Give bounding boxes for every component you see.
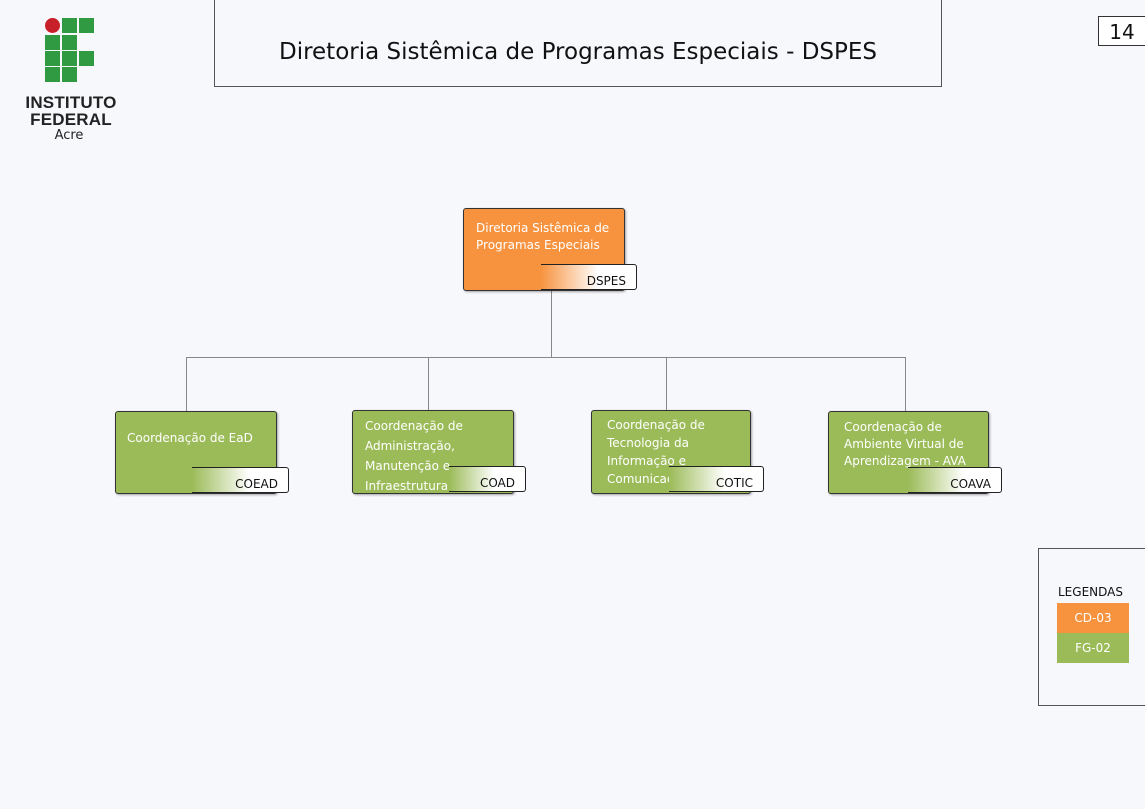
org-box-label-line: Manutenção e bbox=[365, 459, 451, 473]
org-box-label-line: Programas Especiais bbox=[476, 238, 600, 252]
org-box-label: Coordenação de Ambiente Virtual de Apren… bbox=[844, 419, 966, 470]
logo-square bbox=[62, 51, 77, 66]
logo-square bbox=[45, 51, 60, 66]
org-box-label-line: Infraestrutura bbox=[365, 479, 449, 493]
org-box-label-line: Coordenação de bbox=[607, 418, 705, 432]
org-box-label-line: Administração, bbox=[365, 439, 455, 453]
acronym-tag-coava: COAVA bbox=[908, 467, 1002, 493]
connector-coad bbox=[428, 357, 429, 411]
org-box-label: Coordenação de Tecnologia da Informação … bbox=[607, 416, 705, 488]
legend-box: LEGENDAS CD-03 FG-02 bbox=[1038, 548, 1145, 706]
org-box-label-line: Aprendizagem - AVA bbox=[844, 454, 966, 468]
connector-cotic bbox=[666, 357, 667, 411]
acronym-tag-coad: COAD bbox=[449, 466, 526, 492]
org-box-label: Coordenação de Administração, Manutenção… bbox=[365, 416, 463, 496]
page-number: 14 bbox=[1098, 16, 1145, 46]
legend-title: LEGENDAS bbox=[1058, 585, 1123, 599]
legend-item-fg02: FG-02 bbox=[1057, 633, 1129, 663]
org-box-label-line: Coordenação de bbox=[844, 420, 942, 434]
org-box-label-line: Diretoria Sistêmica de bbox=[476, 221, 610, 235]
org-box-label-line: Coordenação de EaD bbox=[127, 431, 253, 445]
org-box-label-line: Coordenação de bbox=[365, 419, 463, 433]
org-box-label: Diretoria Sistêmica de Programas Especia… bbox=[476, 220, 609, 254]
logo-square bbox=[62, 18, 77, 33]
org-box-label: Coordenação de EaD bbox=[127, 430, 253, 447]
page-title: Diretoria Sistêmica de Programas Especia… bbox=[278, 39, 878, 65]
logo-square bbox=[62, 67, 77, 82]
title-box: Diretoria Sistêmica de Programas Especia… bbox=[214, 0, 942, 87]
logo-red-dot bbox=[45, 18, 60, 33]
acronym-tag-coead: COEAD bbox=[192, 467, 289, 493]
acronym-tag-cotic: COTIC bbox=[669, 466, 764, 492]
connector-coava bbox=[905, 357, 906, 411]
logo-square bbox=[45, 35, 60, 50]
connector-root-down bbox=[551, 290, 552, 358]
acronym-tag-dspes: DSPES bbox=[541, 264, 637, 290]
legend-item-cd03: CD-03 bbox=[1057, 603, 1129, 633]
logo-text-instituto: INSTITUTO bbox=[25, 93, 117, 112]
logo-square bbox=[45, 67, 60, 82]
logo-square bbox=[79, 18, 94, 33]
org-box-label-line: Informação e bbox=[607, 454, 686, 468]
org-box-label-line: Tecnologia da bbox=[607, 436, 689, 450]
logo-text-federal: FEDERAL bbox=[30, 110, 112, 129]
connector-horizontal bbox=[186, 357, 906, 358]
institute-logo: INSTITUTO FEDERAL Acre bbox=[16, 16, 126, 146]
logo-square bbox=[62, 35, 77, 50]
org-box-label-line: Ambiente Virtual de bbox=[844, 437, 964, 451]
connector-coead bbox=[186, 357, 187, 412]
logo-text-acre: Acre bbox=[54, 128, 84, 143]
org-box-label-line: Comunicação bbox=[607, 472, 689, 486]
logo-square bbox=[79, 51, 94, 66]
